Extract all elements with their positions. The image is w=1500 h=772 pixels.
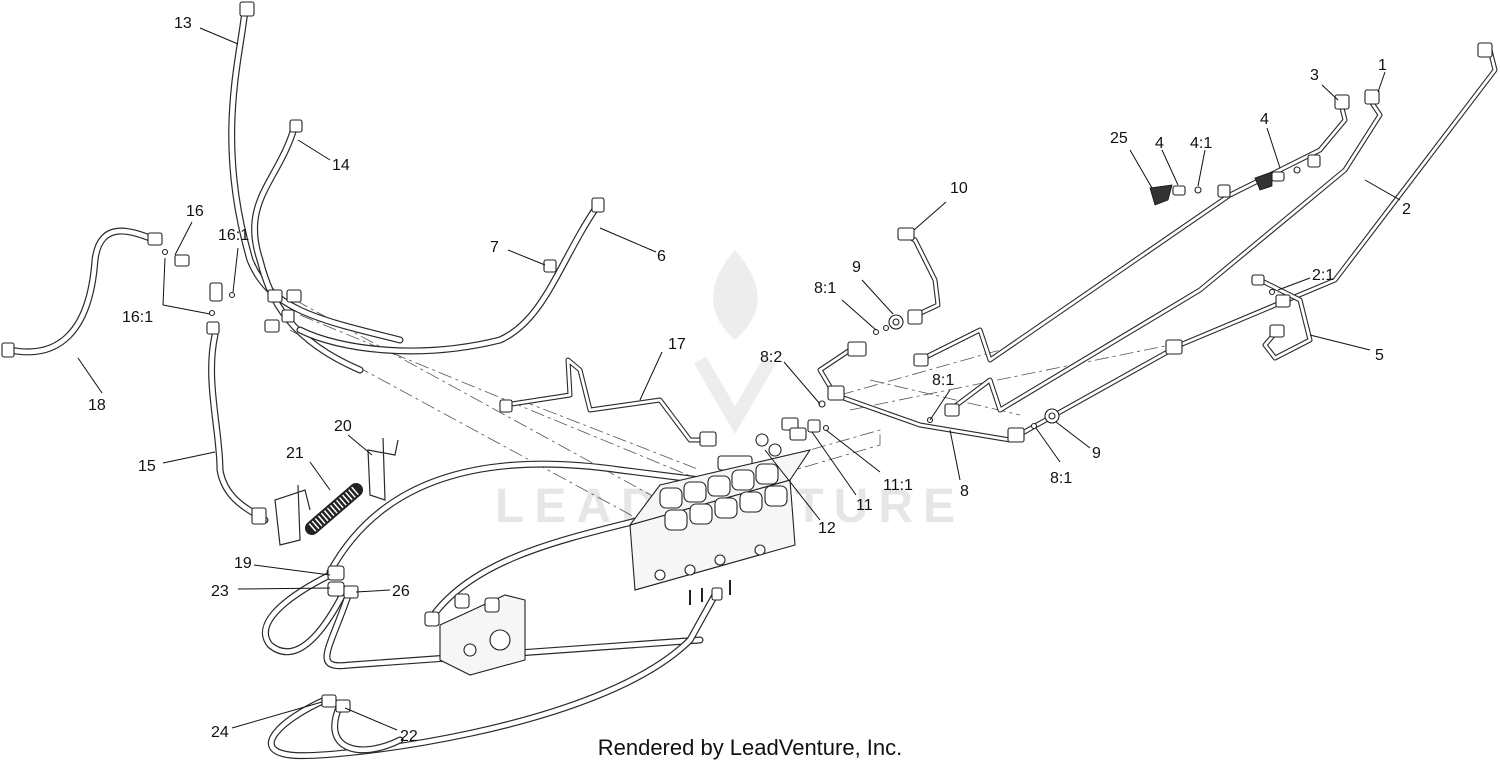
callout-16: 16 [186, 203, 204, 220]
fittings [1, 1, 1493, 713]
callout-8: 8 [960, 483, 969, 500]
callout-4-1: 4:1 [1190, 135, 1212, 152]
leader-lines [77, 27, 1401, 731]
callout-13: 13 [174, 15, 192, 32]
callout-12: 12 [818, 520, 836, 537]
secondary-valve-block [424, 593, 526, 676]
callout-18: 18 [88, 397, 106, 414]
callout-1: 1 [1378, 57, 1387, 74]
callout-labels: 1 2 2:1 3 4 4 4:1 5 6 7 8 8:1 8:1 8:1 8:… [88, 15, 1411, 745]
callout-8-1c: 8:1 [1050, 470, 1072, 487]
callout-8-2: 8:2 [760, 349, 782, 366]
callout-4b: 4 [1260, 111, 1269, 128]
callout-10: 10 [950, 180, 968, 197]
callout-24: 24 [211, 724, 229, 741]
callout-2-1: 2:1 [1312, 267, 1334, 284]
callout-8-1b: 8:1 [932, 372, 954, 389]
callout-15: 15 [138, 458, 156, 475]
callout-5: 5 [1375, 347, 1384, 364]
callout-20: 20 [334, 418, 352, 435]
callout-9a: 9 [852, 259, 861, 276]
callout-25: 25 [1110, 130, 1128, 147]
callout-2: 2 [1402, 201, 1411, 218]
callout-7: 7 [490, 239, 499, 256]
callout-6: 6 [657, 248, 666, 265]
callout-19: 19 [234, 555, 252, 572]
callout-16-1a: 16:1 [218, 227, 249, 244]
callout-11-1: 11:1 [883, 477, 913, 494]
main-valve-block [628, 449, 812, 605]
callout-26: 26 [392, 583, 410, 600]
watermark-flame-icon [713, 250, 758, 340]
callout-8-1a: 8:1 [814, 280, 836, 297]
footer-credit: Rendered by LeadVenture, Inc. [597, 735, 903, 760]
callout-4a: 4 [1155, 135, 1164, 152]
spring-icon [305, 483, 363, 535]
callout-11: 11 [856, 497, 873, 514]
callout-9b: 9 [1092, 445, 1101, 462]
callout-17: 17 [668, 336, 686, 353]
watermark-v-icon [693, 356, 777, 434]
callout-3: 3 [1310, 67, 1319, 84]
clips-and-spring [274, 437, 399, 546]
hoses [6, 6, 719, 759]
callout-21: 21 [286, 445, 304, 462]
callout-16-1b: 16:1 [122, 309, 153, 326]
callout-22: 22 [400, 728, 418, 745]
callout-23: 23 [211, 583, 229, 600]
callout-14: 14 [332, 157, 350, 174]
